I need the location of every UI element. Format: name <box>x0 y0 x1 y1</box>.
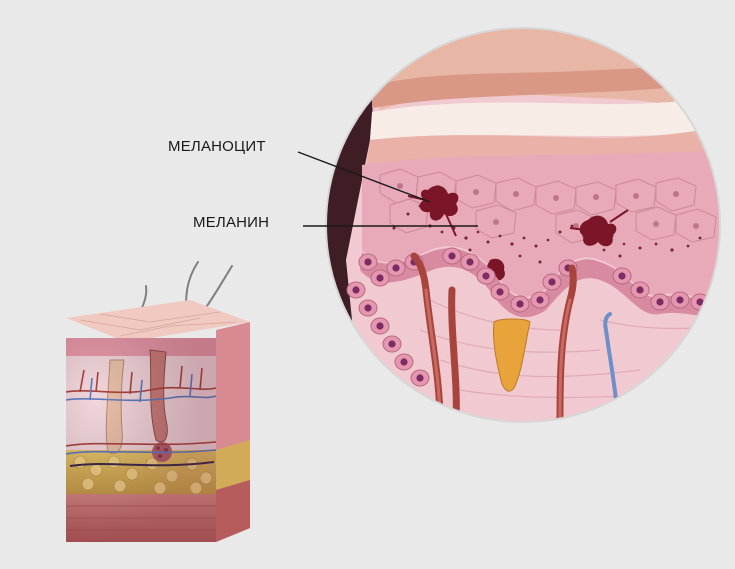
melanocyte-label: МЕЛАНОЦИТ <box>168 138 266 155</box>
melanin-label: МЕЛАНИН <box>193 214 269 231</box>
skin-block-illustration <box>66 262 250 542</box>
magnified-circle-illustration <box>320 20 730 440</box>
